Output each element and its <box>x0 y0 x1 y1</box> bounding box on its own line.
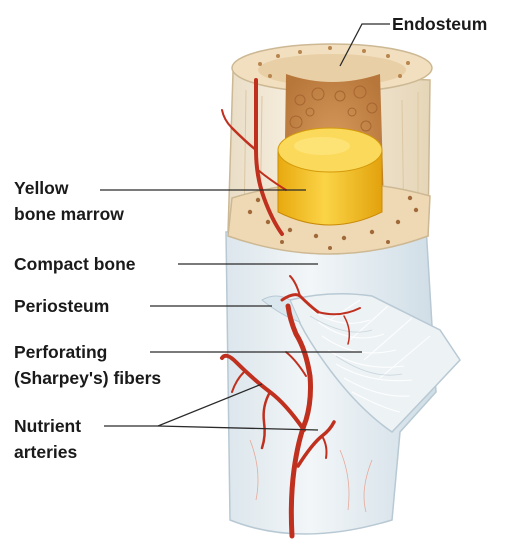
label-perforating-line1: Perforating <box>14 342 107 362</box>
label-nutrient-line1: Nutrient <box>14 416 81 436</box>
label-endosteum: Endosteum <box>392 14 487 34</box>
label-yellow-marrow-line1: Yellow <box>14 178 69 198</box>
label-nutrient-line2: arteries <box>14 442 78 462</box>
label-periosteum: Periosteum <box>14 296 109 316</box>
yellow-marrow-plug <box>278 128 382 225</box>
label-yellow-marrow-line2: bone marrow <box>14 204 124 224</box>
label-perforating-line2: (Sharpey's) fibers <box>14 368 161 388</box>
label-compact-bone: Compact bone <box>14 254 136 274</box>
